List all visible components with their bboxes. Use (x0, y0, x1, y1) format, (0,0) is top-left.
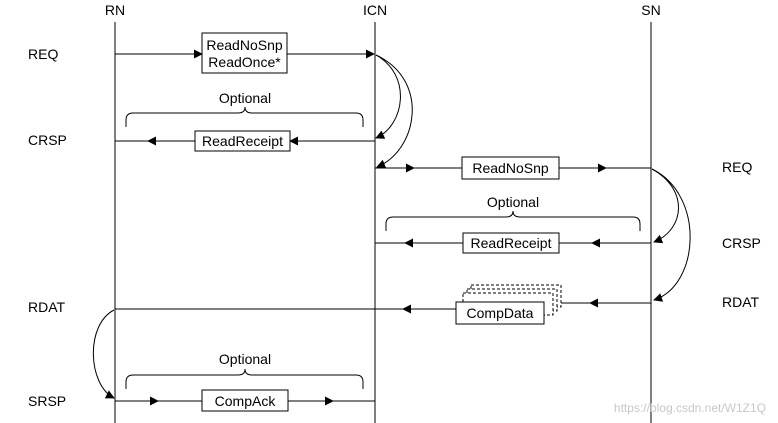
read-receipt-label-1: ReadReceipt (202, 133, 283, 149)
read-nosnp-line1: ReadNoSnp (206, 37, 282, 53)
left-label-req: REQ (28, 46, 58, 62)
read-receipt-box-1 (194, 130, 291, 152)
dependency-arc-sn-req-to-rdat (651, 168, 691, 302)
node-icn-label: ICN (363, 2, 387, 18)
comp-data-box (455, 301, 545, 325)
left-label-rdat: RDAT (28, 299, 66, 315)
comp-ack-box (201, 389, 289, 412)
node-rn-label: RN (105, 2, 125, 18)
read-receipt-box-2 (462, 232, 560, 254)
optional-label-3: Optional (219, 351, 271, 367)
watermark-text: https://blog.csdn.net/W1Z1Q (614, 401, 766, 415)
optional-brace-1: Optional (125, 90, 364, 127)
message-comp-data-sn-to-rn: CompData (115, 284, 651, 325)
message-read-nosnp-rn-to-icn: ReadNoSnp ReadOnce* (115, 32, 375, 74)
message-comp-ack-rn-to-icn: CompAck (115, 389, 375, 412)
comp-ack-label: CompAck (215, 393, 277, 409)
optional-label-2: Optional (487, 194, 539, 210)
node-sn-label: SN (641, 2, 660, 18)
right-label-rdat: RDAT (722, 294, 760, 310)
comp-data-label: CompData (467, 305, 534, 321)
read-nosnp-label-2: ReadNoSnp (472, 160, 548, 176)
dependency-arc-req-to-crsp (375, 54, 401, 139)
optional-brace-3: Optional (125, 351, 364, 389)
message-read-nosnp-icn-to-sn: ReadNoSnp (375, 156, 651, 180)
dependency-arc-req-to-sn-req (375, 54, 413, 169)
message-read-receipt-sn-to-icn: ReadReceipt (375, 232, 651, 254)
left-label-crsp: CRSP (28, 132, 67, 148)
left-label-srsp: SRSP (28, 393, 66, 409)
optional-brace-2: Optional (385, 194, 641, 231)
read-nosnp-line2: ReadOnce* (208, 54, 281, 70)
optional-label-1: Optional (219, 90, 271, 106)
right-label-req: REQ (722, 159, 752, 175)
read-receipt-label-2: ReadReceipt (471, 235, 552, 251)
read-nosnp-box-2 (461, 156, 560, 180)
read-nosnp-box (201, 32, 288, 74)
dependency-arc-rdat-to-srsp (92, 309, 115, 399)
dependency-arc-sn-req-to-crsp (651, 168, 679, 244)
right-label-crsp: CRSP (722, 235, 761, 251)
message-read-receipt-icn-to-rn: ReadReceipt (115, 130, 375, 152)
